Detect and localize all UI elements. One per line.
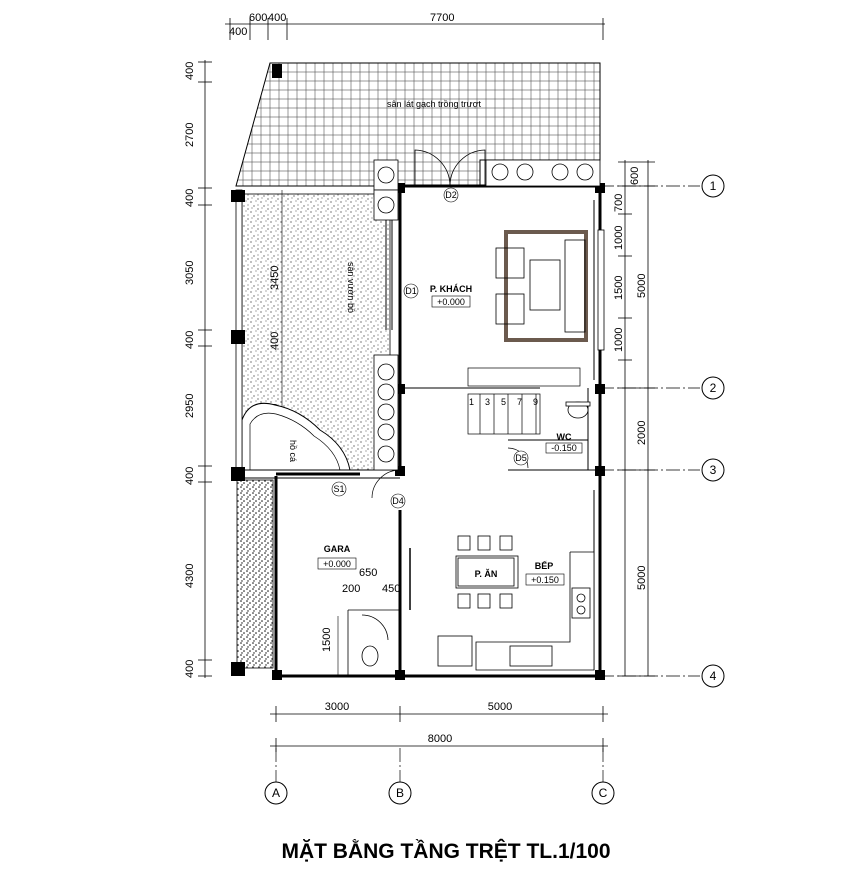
door-tag-d1: D1 (403, 283, 419, 299)
garage-dim-4: 1500 (321, 628, 333, 652)
dim-left-4: 3050 (184, 261, 196, 285)
dim-right-5: 1000 (613, 328, 625, 352)
svg-text:D1: D1 (405, 286, 417, 296)
garden-dim-1: 3450 (269, 266, 281, 290)
svg-text:A: A (272, 786, 280, 800)
walls (274, 184, 602, 678)
svg-text:B: B (396, 786, 404, 800)
garage-dim-1: 650 (359, 567, 377, 579)
dim-left-8: 4300 (184, 564, 196, 588)
svg-text:D4: D4 (392, 496, 404, 506)
pond-label: hồ cá (288, 440, 298, 462)
top-dimension-line (225, 18, 605, 40)
stair-step-5: 5 (501, 397, 506, 407)
door-tag-d5: D5 (513, 450, 529, 466)
terrace-label: sân lát gạch trồng trượt (387, 99, 481, 109)
stair (467, 367, 581, 435)
axis-bubble-b: B (388, 781, 412, 805)
dim-left-1: 400 (184, 62, 196, 80)
garage-level: +0.000 (323, 559, 351, 569)
dim-right-2: 700 (613, 194, 625, 212)
living-room-name: P. KHÁCH (430, 284, 472, 294)
svg-text:1: 1 (710, 179, 717, 193)
dining-name: P. ĂN (475, 569, 498, 579)
stair-step-3: 3 (485, 397, 490, 407)
garage-dim-3: 450 (382, 583, 400, 595)
drawing-title: MẶT BẰNG TẦNG TRỆT TL.1/100 (281, 839, 610, 863)
door-tag-s1: S1 (331, 481, 347, 497)
garden-label: sân vườn bồ (346, 262, 356, 313)
garage-dim-2: 200 (342, 583, 360, 595)
dim-right-4: 1500 (613, 276, 625, 300)
left-dimension-line (198, 60, 212, 678)
sofa-set (495, 230, 588, 342)
kitchen-counter (437, 551, 595, 671)
axis-bubble-a: A (264, 781, 288, 805)
svg-text:D2: D2 (445, 190, 457, 200)
bottom-dimension-line (270, 706, 608, 752)
stair-step-9: 9 (533, 397, 538, 407)
svg-text:2: 2 (710, 381, 717, 395)
dim-left-5: 400 (184, 331, 196, 349)
kitchen-name: BẾP (535, 561, 554, 571)
dim-right-1: 600 (629, 167, 641, 185)
dim-left-9: 400 (184, 660, 196, 678)
axis-bubble-1: 1 (701, 174, 725, 198)
tiled-terrace (235, 62, 601, 187)
living-room-level: +0.000 (437, 297, 465, 307)
garden-dim-2: 400 (269, 332, 281, 350)
dim-top-2: 600 (249, 12, 267, 24)
wc-fixtures (565, 401, 591, 419)
dim-top-4: 7700 (430, 12, 454, 24)
door-tag-d4: D4 (390, 493, 406, 509)
svg-text:3: 3 (710, 463, 717, 477)
dim-left-3: 400 (184, 189, 196, 207)
dim-right-7: 2000 (636, 421, 648, 445)
columns (231, 64, 605, 680)
kitchen-level: +0.150 (531, 575, 559, 585)
planters (373, 159, 601, 471)
dim-bottom-1: 3000 (325, 701, 349, 713)
axis-bubble-2: 2 (701, 376, 725, 400)
dim-left-6: 2950 (184, 394, 196, 418)
dim-left-2: 2700 (184, 123, 196, 147)
axis-bubble-3: 3 (701, 458, 725, 482)
wc-name: WC (557, 432, 572, 442)
svg-text:D5: D5 (515, 453, 527, 463)
dim-top-3: 400 (268, 12, 286, 24)
dim-top-1: 400 (229, 26, 247, 38)
fish-pond (241, 402, 351, 471)
garage-toilet (347, 609, 400, 676)
wc-level: -0.150 (551, 443, 577, 453)
dim-right-8: 5000 (636, 566, 648, 590)
dim-left-7: 400 (184, 467, 196, 485)
svg-text:C: C (599, 786, 608, 800)
dim-bottom-2: 5000 (488, 701, 512, 713)
main-door (414, 149, 486, 187)
svg-text:4: 4 (710, 669, 717, 683)
axis-lines (275, 185, 700, 782)
stair-step-1: 1 (469, 397, 474, 407)
svg-text:S1: S1 (333, 484, 344, 494)
axis-bubble-4: 4 (701, 664, 725, 688)
dim-bottom-3: 8000 (428, 733, 452, 745)
side-planting-strip (236, 479, 274, 669)
dim-right-6: 5000 (636, 274, 648, 298)
dim-right-3: 1000 (613, 226, 625, 250)
door-tag-d2: D2 (443, 187, 459, 203)
garage-name: GARA (324, 544, 351, 554)
stair-step-7: 7 (517, 397, 522, 407)
axis-bubble-c: C (591, 781, 615, 805)
